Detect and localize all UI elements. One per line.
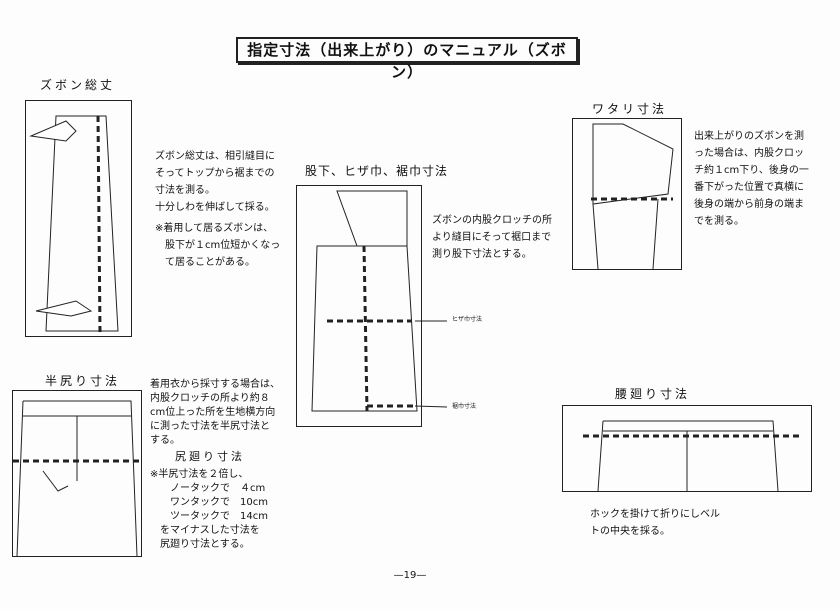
hip-drawing [13, 400, 141, 557]
knee-width-label: ヒザ巾寸法 [452, 316, 483, 323]
trousers-drawing [29, 115, 119, 334]
thigh-label: ワタリ寸法 [592, 102, 668, 116]
total-length-text: ズボン総丈は、相引縫目に そってトップから裾までの 寸法を測る。 十分しわを伸ば… [155, 151, 275, 213]
hem-width-label: 裾巾寸法 [452, 403, 477, 410]
total-length-note: ※着用して居るズボンは、 股下が１cm位短かくなっ て居ることがある。 [155, 223, 281, 268]
half-hip-illustration [12, 390, 142, 557]
half-hip-note: ※半尻寸法を２倍し、 ノータックで ４cm ワンタックで 10cm ツータックで… [150, 469, 268, 550]
total-length-illustration [25, 100, 132, 337]
half-hip-text: 着用衣から採寸する場合は、 内股クロッチの所より約８ cm位上った所を生地横方向… [150, 379, 280, 446]
half-hip-label: 半尻り寸法 [45, 374, 121, 388]
total-length-label: ズボン総丈 [40, 78, 116, 92]
page-number: —19— [393, 570, 427, 581]
inseam-label: 股下、ヒザ巾、裾巾寸法 [305, 164, 449, 178]
inseam-illustration [296, 185, 448, 427]
waist-illustration [562, 405, 812, 492]
page-title: 指定寸法（出来上がり）のマニュアル（ズボン） [236, 37, 578, 81]
inseam-text: ズボンの内股クロッチの所 より縫目にそって裾口まで 測り股下寸法とする。 [432, 215, 552, 260]
thigh-illustration [572, 118, 682, 270]
hip-circumference-label: 尻廻り寸法 [175, 450, 245, 463]
waist-drawing [583, 420, 803, 492]
waist-label: 腰廻り寸法 [615, 387, 691, 401]
waist-text: ホックを掛けて折りにしベル トの中央を採る。 [590, 509, 720, 537]
thigh-drawing [591, 123, 674, 270]
thigh-text: 出来上がりのズボンを測 った場合は、内股クロッ チ約１cm下り、後身の一 番下が… [694, 131, 809, 227]
inseam-drawing [311, 190, 448, 412]
